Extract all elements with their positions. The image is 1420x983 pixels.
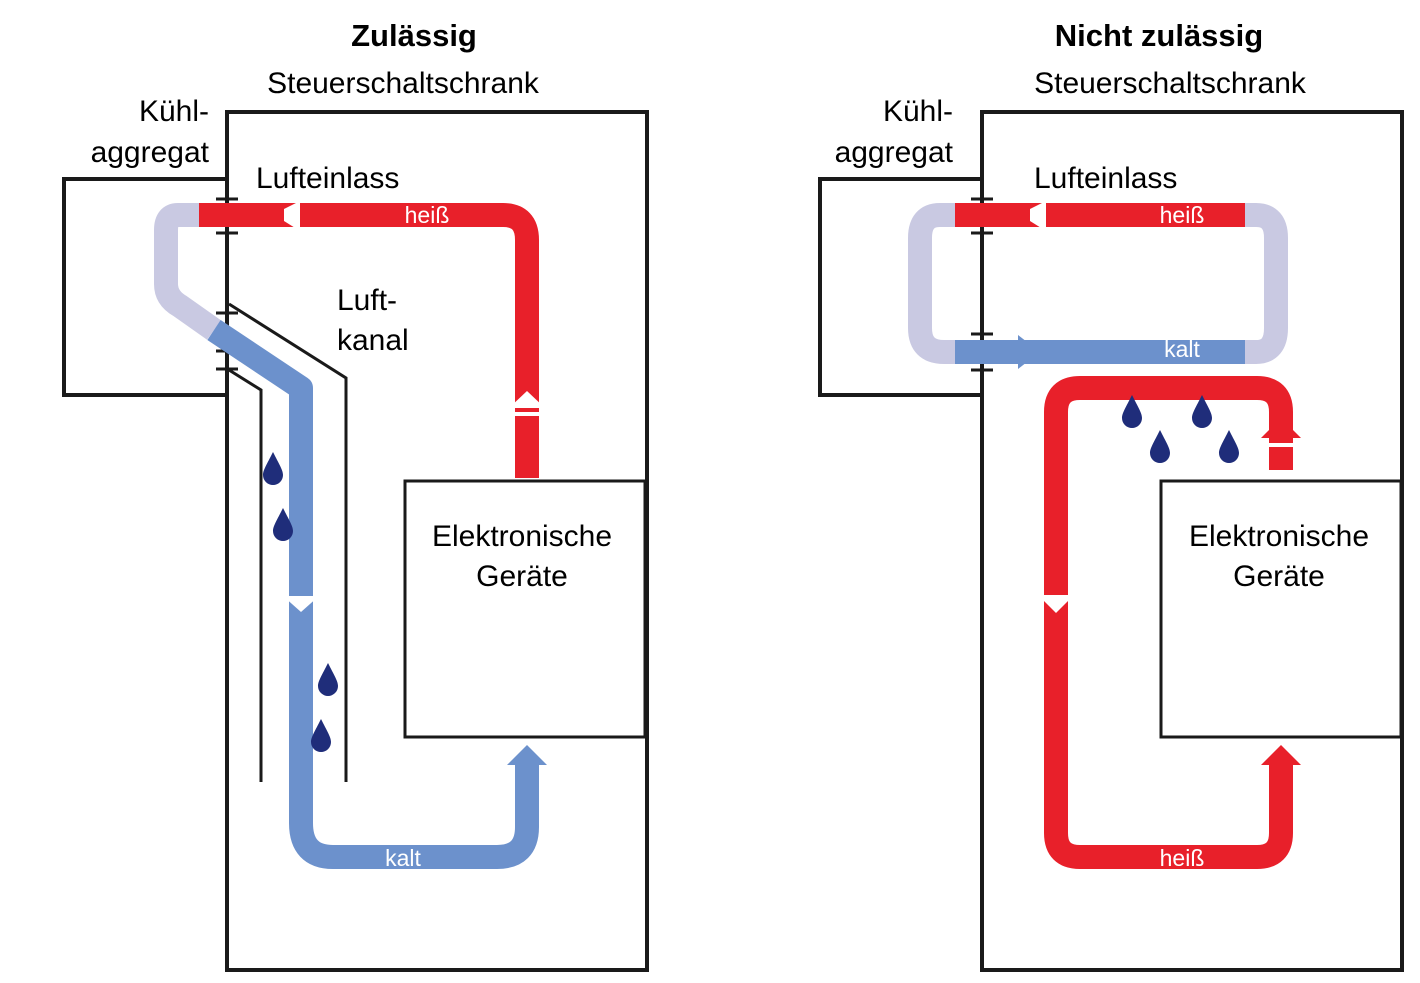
right-cold-arrow-right-icon	[1018, 335, 1040, 369]
water-drop-icon	[311, 719, 331, 752]
water-drop-icon	[263, 452, 283, 485]
left-duct-wall-inner	[228, 368, 263, 782]
right-electronic-devices-box	[1159, 479, 1403, 739]
water-drop-icon	[318, 663, 338, 696]
right-cold-label: kalt	[1164, 336, 1200, 362]
left-cold-arrow-down-icon	[283, 596, 319, 612]
left-duct-wall-outer	[228, 302, 348, 782]
right-device-label-line1: Elektronische	[1189, 520, 1369, 553]
left-duct-label-line2: kanal	[337, 324, 409, 357]
right-cooler-label-line1: Kühl-	[883, 95, 953, 128]
right-cooler-label-line2: aggregat	[835, 136, 954, 169]
left-device-label-line1: Elektronische	[432, 520, 612, 553]
right-device-label-line2: Geräte	[1233, 560, 1325, 593]
right-air-inlet-label: Lufteinlass	[1034, 162, 1177, 195]
right-bypass-airflow	[1244, 203, 1288, 364]
left-title: Zulässig	[351, 18, 477, 53]
left-hot-label: heiß	[405, 202, 450, 228]
left-cabinet-outline	[225, 110, 649, 972]
left-wall-ticks	[216, 197, 238, 371]
right-cooler-unit	[818, 177, 984, 397]
right-hot-arrow-down-icon	[1038, 595, 1074, 613]
right-wall-ticks	[971, 197, 993, 372]
left-cabinet-label: Steuerschaltschrank	[267, 67, 540, 100]
left-condensation-drops	[263, 452, 338, 752]
right-hot-top-label: heiß	[1160, 202, 1205, 228]
left-hot-arrow-left-icon	[284, 201, 300, 231]
water-drop-icon	[1150, 430, 1170, 463]
left-cooler-label-line2: aggregat	[91, 136, 210, 169]
left-hot-airflow	[199, 203, 539, 478]
left-panel: Zulässig Steuerschaltschrank Kühl- aggre…	[62, 18, 649, 972]
left-electronic-devices-box	[403, 479, 647, 739]
right-hot-arrow-left-icon	[1030, 201, 1046, 231]
right-condensation-drops	[1122, 395, 1239, 463]
left-cooler-unit	[62, 177, 229, 397]
left-cold-label: kalt	[385, 845, 421, 871]
left-cooler-airflow	[154, 203, 221, 340]
left-cooler-label-line1: Kühl-	[139, 95, 209, 128]
right-hot-recirculation-airflow	[1044, 376, 1293, 869]
right-title: Nicht zulässig	[1055, 18, 1263, 53]
right-hot-arrow-up-top-icon	[1261, 418, 1301, 438]
left-cold-arrow-up-icon	[507, 745, 547, 765]
right-hot-arrow-up-bottom-icon	[1261, 745, 1301, 765]
water-drop-icon	[273, 508, 293, 541]
right-hot-bottom-label: heiß	[1160, 845, 1205, 871]
left-duct-label-line1: Luft-	[337, 284, 397, 317]
left-device-label-line2: Geräte	[476, 560, 568, 593]
left-hot-arrow-up-icon	[509, 391, 545, 408]
left-air-inlet-label: Lufteinlass	[256, 162, 399, 195]
water-drop-icon	[1122, 395, 1142, 428]
right-cabinet-label: Steuerschaltschrank	[1034, 67, 1307, 100]
right-panel: Nicht zulässig Steuerschaltschrank Kühl-…	[818, 18, 1404, 972]
left-cold-airflow	[207, 320, 539, 869]
water-drop-icon	[1192, 395, 1212, 428]
right-cooler-airflow	[908, 203, 956, 364]
water-drop-icon	[1219, 430, 1239, 463]
